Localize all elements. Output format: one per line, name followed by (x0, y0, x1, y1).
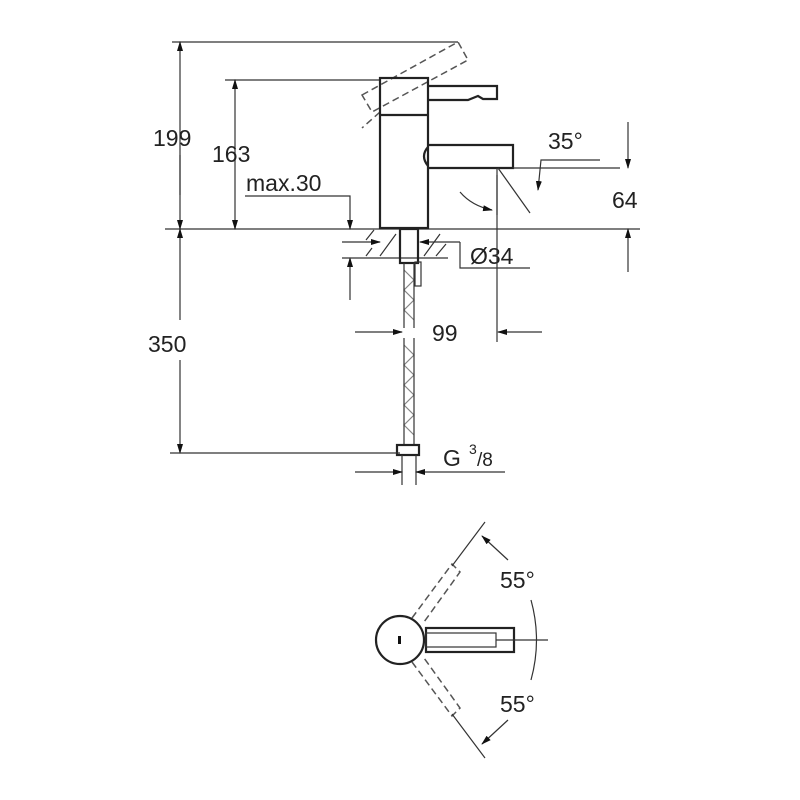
dim-body-height: 163 (212, 141, 250, 167)
lever-handle (428, 84, 499, 102)
handle-left-position (411, 562, 461, 623)
dim-spout-reach: 99 (432, 320, 458, 346)
thread-prefix: G (443, 445, 461, 471)
dim-spout-angle: 35° (548, 128, 583, 154)
countertop-section (360, 229, 448, 259)
second-hose-stub (414, 261, 422, 287)
dim-connection-thread: G 3 /8 (443, 441, 493, 471)
raised-handle-outline (360, 40, 470, 129)
faucet-body (378, 76, 430, 230)
dim-bore-diameter: Ø34 (470, 243, 514, 269)
body-circle (374, 614, 426, 666)
handle-right-position (411, 657, 461, 718)
dim-hose-length: 350 (148, 331, 186, 357)
swivel-angle-left: 55° (500, 567, 535, 593)
swivel-arc (530, 599, 538, 681)
dim-total-height: 199 (153, 125, 191, 151)
plan-view: 55° 55° (374, 521, 548, 759)
thread-numerator: 3 (469, 441, 477, 457)
dim-max-counter-thickness: max.30 (246, 170, 321, 196)
shank (398, 227, 420, 265)
spout (422, 143, 515, 170)
thread-denominator: /8 (477, 450, 493, 471)
swivel-angle-right: 55° (500, 691, 535, 717)
dim-spout-height: 64 (612, 187, 638, 213)
connection-nut (395, 443, 421, 457)
flex-hose (403, 263, 415, 445)
side-elevation: 199 163 max.30 Ø34 350 99 35° 64 (148, 40, 640, 485)
